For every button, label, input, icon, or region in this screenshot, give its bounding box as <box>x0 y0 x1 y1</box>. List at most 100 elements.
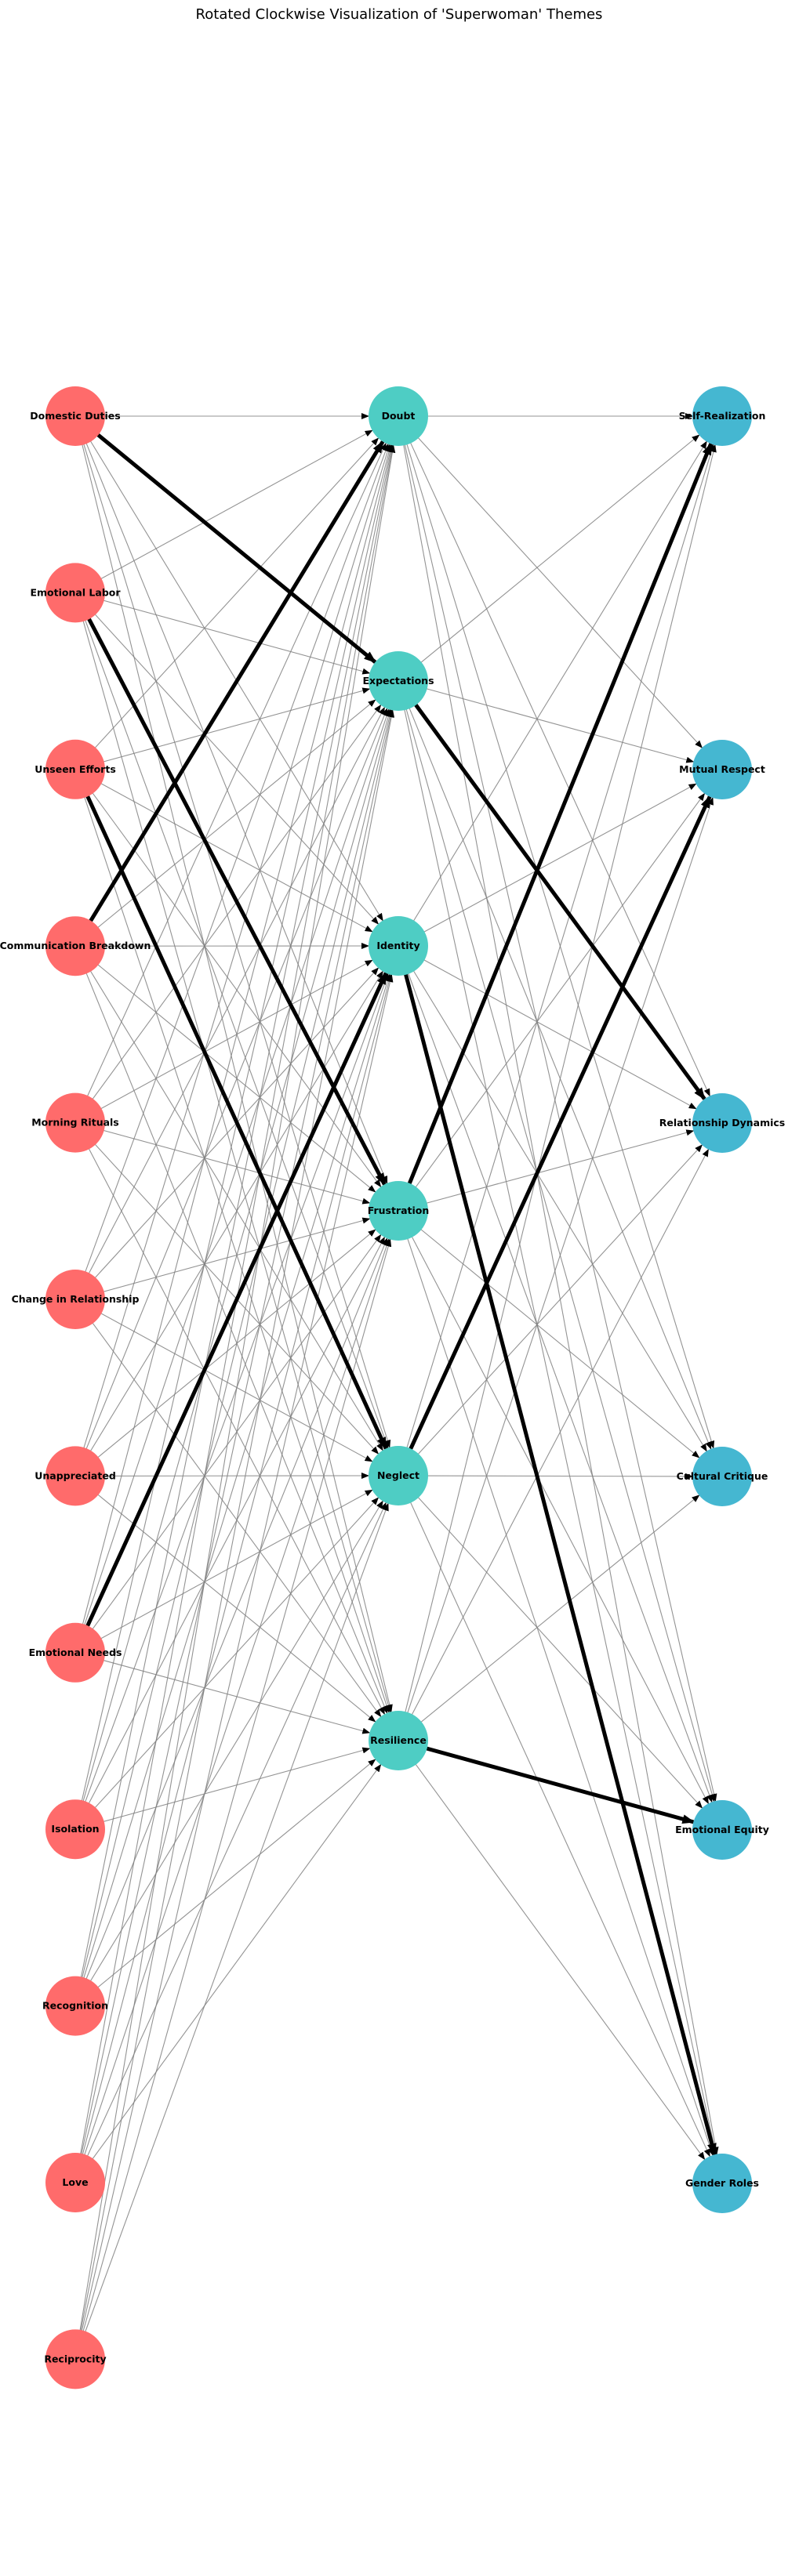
edge-love-to-frustration <box>81 1239 389 2165</box>
edge-recognition-to-doubt <box>79 445 393 1988</box>
edge-frustration-to-emotional-equity <box>407 1226 709 1803</box>
edge-reciprocity-to-frustration <box>80 1240 390 2342</box>
node-emotional-needs: Emotional Needs <box>29 1623 122 1683</box>
edge-love-to-expectations <box>79 710 392 2165</box>
node-resilience: Resilience <box>369 1711 428 1770</box>
node-domestic-duties: Domestic Duties <box>30 386 120 446</box>
edge-doubt-to-mutual-respect <box>410 429 702 748</box>
edge-frustration-to-cultural-critique <box>412 1223 699 1458</box>
edge-frustration-to-mutual-respect <box>409 794 705 1197</box>
node-label: Emotional Needs <box>29 1647 122 1658</box>
node-label: Emotional Labor <box>30 586 121 598</box>
edge-emotional-needs-to-expectations <box>81 709 389 1636</box>
edge-resilience-to-relationship-dynamics <box>407 1150 709 1725</box>
edge-recognition-to-identity <box>81 974 390 1988</box>
node-label: Love <box>62 2176 88 2188</box>
edge-doubt-to-gender-roles <box>401 433 717 2154</box>
edge-unappreciated-to-resilience <box>89 1487 376 1722</box>
edge-change-in-relationship-to-expectations <box>84 708 385 1284</box>
node-frustration: Frustration <box>368 1181 430 1241</box>
strong-edge-frustration-to-self-realization <box>405 444 711 1194</box>
node-label: Isolation <box>51 1823 99 1835</box>
edge-unseen-efforts-to-doubt <box>87 438 378 756</box>
node-gender-roles: Gender Roles <box>685 2154 759 2213</box>
node-label: Resilience <box>370 1734 427 1746</box>
edge-emotional-labor-to-resilience <box>80 610 390 1712</box>
node-identity: Identity <box>369 916 428 976</box>
node-relationship-dynamics: Relationship Dynamics <box>659 1093 786 1153</box>
node-label: Expectations <box>362 675 434 687</box>
edge-resilience-to-gender-roles <box>409 1755 705 2159</box>
edge-domestic-duties-to-resilience <box>79 433 391 1712</box>
edge-identity-to-self-realization <box>408 441 706 930</box>
node-label: Reciprocity <box>44 2353 106 2364</box>
edge-reciprocity-to-identity <box>79 975 391 2342</box>
edge-neglect-to-gender-roles <box>406 1492 710 2157</box>
edge-isolation-to-frustration <box>84 1237 385 1813</box>
strong-edge-expectations-to-relationship-dynamics <box>409 695 705 1099</box>
edge-isolation-to-neglect <box>87 1498 378 1816</box>
node-change-in-relationship: Change in Relationship <box>12 1270 140 1329</box>
node-label: Neglect <box>377 1469 419 1481</box>
node-cultural-critique: Cultural Critique <box>677 1447 768 1506</box>
edge-doubt-to-cultural-critique <box>404 433 714 1448</box>
node-label: Unseen Efforts <box>35 763 116 775</box>
node-label: Identity <box>376 940 419 951</box>
node-label: Domestic Duties <box>30 410 120 422</box>
edge-love-to-identity <box>80 975 391 2165</box>
strong-edge-unseen-efforts-to-neglect <box>83 786 387 1449</box>
node-label: Relationship Dynamics <box>659 1117 786 1129</box>
edge-unseen-efforts-to-resilience <box>81 786 389 1712</box>
node-label: Doubt <box>382 410 416 422</box>
node-isolation: Isolation <box>45 1799 105 1859</box>
edge-resilience-to-mutual-respect <box>404 798 713 1723</box>
node-unappreciated: Unappreciated <box>35 1446 116 1505</box>
edge-emotional-needs-to-doubt <box>80 445 391 1636</box>
node-label: Cultural Critique <box>677 1470 768 1482</box>
node-self-realization: Self-Realization <box>679 386 766 446</box>
strong-edge-domestic-duties-to-expectations <box>89 428 376 662</box>
edge-doubt-to-relationship-dynamics <box>406 433 710 1096</box>
node-mutual-respect: Mutual Respect <box>679 740 765 799</box>
edge-expectations-to-self-realization <box>412 435 699 670</box>
edge-expectations-to-mutual-respect <box>416 686 693 762</box>
node-label: Communication Breakdown <box>0 940 151 951</box>
edge-recognition-to-resilience <box>89 1759 376 1994</box>
node-emotional-labor: Emotional Labor <box>30 563 121 622</box>
node-label: Recognition <box>42 2000 108 2012</box>
node-label: Self-Realization <box>679 410 766 422</box>
node-communication-breakdown: Communication Breakdown <box>0 916 151 976</box>
edge-communication-breakdown-to-frustration <box>89 958 376 1192</box>
node-doubt: Doubt <box>369 386 428 446</box>
edge-love-to-neglect <box>83 1503 387 2167</box>
edge-neglect-to-emotional-equity <box>410 1489 702 1808</box>
edge-morning-rituals-to-doubt <box>83 444 387 1107</box>
node-label: Frustration <box>368 1205 430 1216</box>
node-reciprocity: Reciprocity <box>44 2329 106 2389</box>
edge-domestic-duties-to-identity <box>85 432 383 921</box>
node-label: Emotional Equity <box>675 1824 769 1835</box>
strong-edge-resilience-to-emotional-equity <box>416 1745 693 1822</box>
node-emotional-equity: Emotional Equity <box>675 1800 769 1860</box>
node-morning-rituals: Morning Rituals <box>31 1093 119 1153</box>
strong-edge-emotional-labor-to-frustration <box>84 609 385 1185</box>
edge-expectations-to-gender-roles <box>402 698 716 2154</box>
edge-expectations-to-emotional-equity <box>403 698 714 1801</box>
node-recognition: Recognition <box>42 1976 108 2036</box>
edge-isolation-to-expectations <box>80 710 390 1813</box>
node-label: Morning Rituals <box>31 1117 119 1129</box>
edge-unappreciated-to-frustration <box>89 1230 376 1465</box>
edge-emotional-labor-to-neglect <box>82 610 388 1448</box>
node-label: Unappreciated <box>35 1469 116 1481</box>
edge-identity-to-cultural-critique <box>408 962 706 1451</box>
edge-emotional-labor-to-doubt <box>91 430 372 584</box>
edge-unseen-efforts-to-expectations <box>93 689 369 765</box>
edge-change-in-relationship-to-identity <box>87 968 378 1286</box>
node-label: Gender Roles <box>685 2177 759 2189</box>
edge-expectations-to-cultural-critique <box>405 697 711 1449</box>
node-label: Mutual Respect <box>679 763 765 775</box>
node-neglect: Neglect <box>369 1446 428 1505</box>
